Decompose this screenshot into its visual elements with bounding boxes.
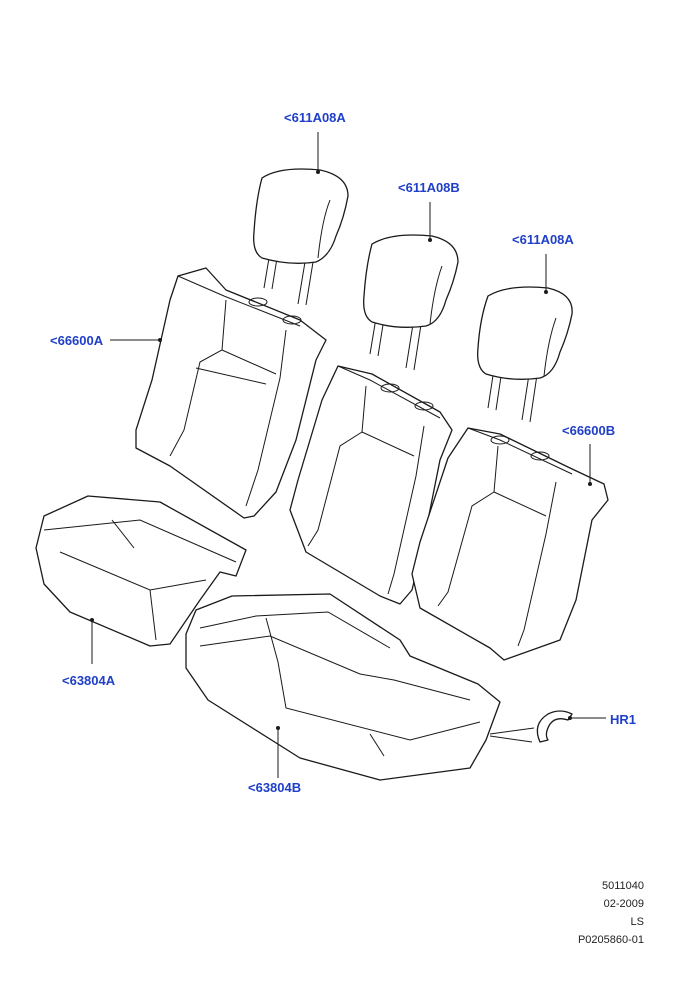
headrest-center [363,234,459,371]
callout-headrest-left: <611A08A [284,110,346,125]
meta-date: 02-2009 [603,898,644,910]
meta-code: 5011040 [601,880,644,892]
callout-backrest-left: <66600A [50,333,104,348]
hook-clip [536,710,573,743]
backrest-right [411,427,609,661]
callout-headrest-right: <611A08A [512,232,574,247]
callout-hook: HR1 [610,712,637,727]
meta-series: LS [630,916,644,928]
headrest-right [477,286,573,423]
backrest-center [289,365,453,605]
headrest-left [253,168,349,306]
cushion-left [35,495,247,647]
leader-lines [90,132,606,778]
callout-cushion-left: <63804A [62,673,116,688]
cushion-main [185,593,501,781]
callout-headrest-center: <611A08B [398,180,460,195]
meta-illustration-id: P0205860-01 [577,934,644,946]
callout-backrest-right: <66600B [562,423,616,438]
callout-cushion-main: <63804B [248,780,302,795]
backrest-left [135,267,327,519]
